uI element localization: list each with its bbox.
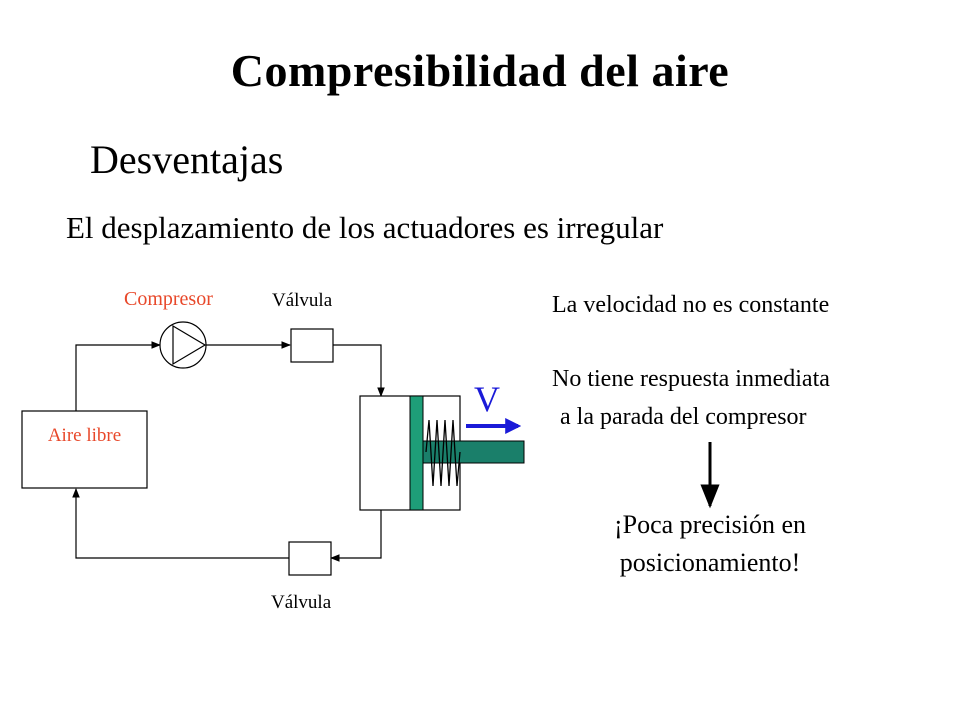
section-subtitle: Desventajas <box>90 137 284 182</box>
piston-rod <box>422 440 525 464</box>
page-title: Compresibilidad del aire <box>230 45 730 96</box>
valve-bottom-label: Válvula <box>271 592 332 613</box>
line-valve-to-cylinder <box>333 344 385 397</box>
valve-top-label: Válvula <box>272 290 333 311</box>
conclusion-line2: posicionamiento! <box>619 548 801 577</box>
valve-icon <box>290 328 334 363</box>
reservoir-label: Aire libre <box>47 425 122 446</box>
compressor-label: Compresor <box>124 288 213 310</box>
line-valve-to-reservoir <box>72 488 289 559</box>
air-reservoir-box <box>21 410 148 489</box>
note-response-line2: a la parada del compresor <box>560 404 807 430</box>
conclusion-line1: ¡Poca precisión en <box>613 510 807 539</box>
statement-text: El desplazamiento de los actuadores es i… <box>66 210 664 245</box>
compressor-icon <box>159 321 207 369</box>
velocity-symbol: V <box>474 379 500 419</box>
line-reservoir-to-compressor <box>75 341 161 411</box>
valve-icon <box>288 541 332 576</box>
cylinder-piston <box>409 395 424 511</box>
note-velocity: La velocidad no es constante <box>552 292 830 318</box>
spring-icon <box>425 419 461 487</box>
line-cylinder-to-valve <box>330 510 382 562</box>
note-response-line1: No tiene respuesta inmediata <box>552 366 830 392</box>
